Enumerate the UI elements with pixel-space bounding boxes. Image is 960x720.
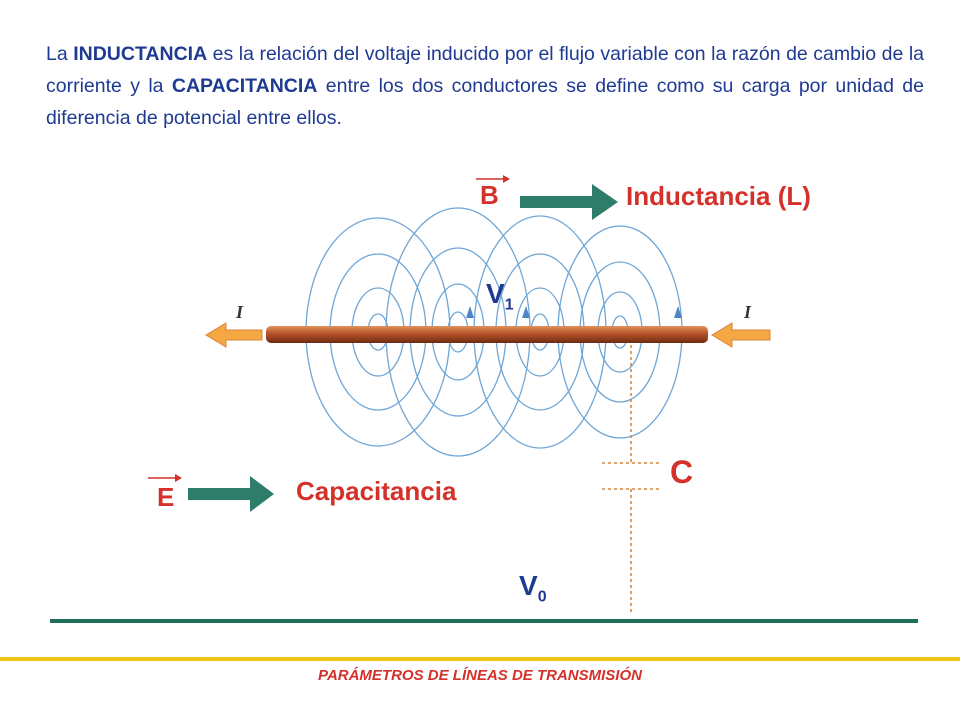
vector-bar-b — [476, 175, 510, 183]
footer-title: PARÁMETROS DE LÍNEAS DE TRANSMISIÓN — [318, 667, 642, 684]
vector-bar-e — [148, 474, 182, 482]
current-label-left: I — [235, 302, 244, 322]
current-arrow-left — [205, 322, 263, 348]
v0-label: V0 — [519, 570, 547, 607]
capacitor-symbol — [602, 345, 662, 612]
e-vector-label: E — [157, 482, 175, 512]
v1-main: V — [486, 278, 505, 309]
keyword-inductancia: INDUCTANCIA — [73, 43, 208, 65]
field-direction-arrows — [466, 306, 682, 318]
inductance-label: Inductancia (L) — [626, 181, 811, 211]
b-to-inductance-arrow — [520, 184, 618, 220]
capacitor-label: C — [670, 454, 694, 490]
intro-text-3: entre los dos conductores se define como… — [46, 75, 924, 129]
v1-label: V1 — [486, 278, 514, 315]
conductor-rod — [266, 326, 708, 343]
intro-text-1: La — [46, 43, 74, 65]
intro-paragraph: La INDUCTANCIA es la relación del voltaj… — [46, 38, 924, 134]
b-vector-label: B — [480, 180, 499, 210]
v0-main: V — [519, 570, 538, 601]
current-label-right: I — [743, 302, 752, 322]
e-to-capacitance-arrow — [188, 476, 274, 512]
v0-subscript: 0 — [537, 588, 547, 606]
current-arrow-right — [711, 322, 771, 348]
intro-text-2: es la relación del voltaje inducido por … — [46, 43, 924, 97]
v1-subscript: 1 — [504, 296, 514, 314]
capacitance-label: Capacitancia — [296, 476, 457, 506]
ground-conductor-line — [50, 619, 918, 623]
footer-divider — [0, 657, 960, 661]
keyword-capacitancia: CAPACITANCIA — [171, 75, 318, 97]
